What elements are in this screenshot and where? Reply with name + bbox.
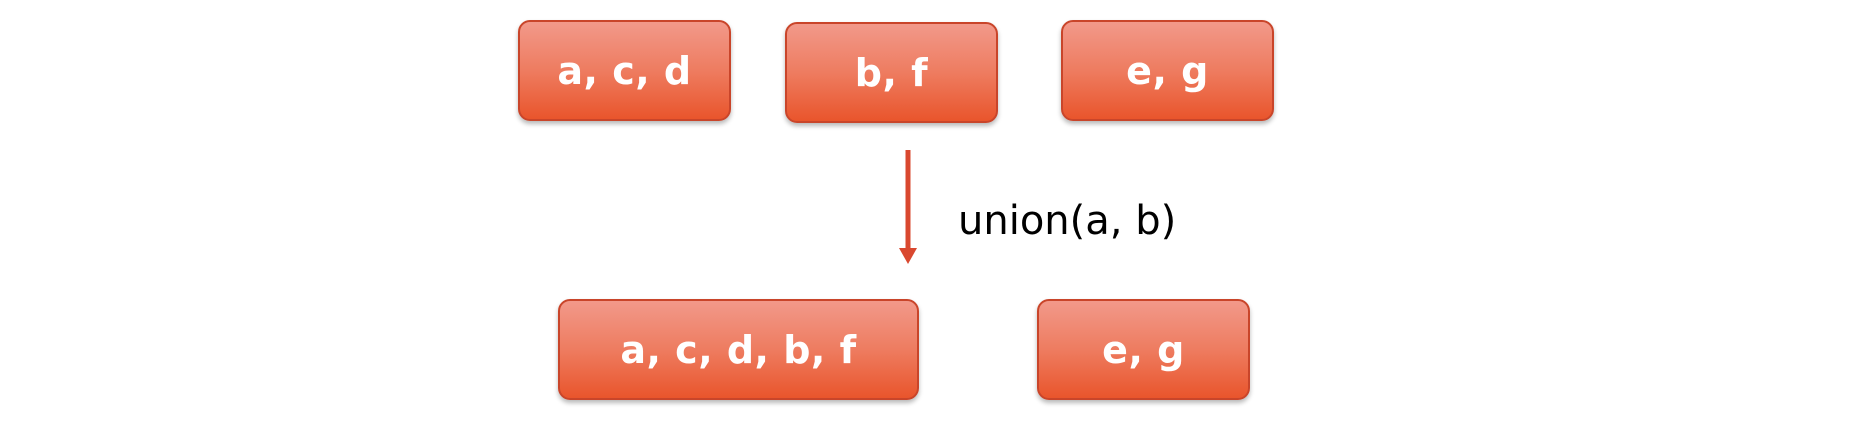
arrow-head [899, 248, 917, 264]
set-label: b, f [854, 50, 929, 95]
down-arrow-icon [899, 150, 917, 264]
set-box-eg: e, g [1061, 20, 1274, 121]
operation-label: union(a, b) [958, 198, 1177, 244]
set-label: e, g [1126, 48, 1209, 93]
set-label: e, g [1102, 327, 1185, 372]
set-box-acdbf: a, c, d, b, f [558, 299, 919, 400]
set-box-bf: b, f [785, 22, 998, 123]
set-box-eg-after: e, g [1037, 299, 1250, 400]
set-label: a, c, d [557, 48, 692, 93]
set-label: a, c, d, b, f [620, 327, 857, 372]
set-box-acd: a, c, d [518, 20, 731, 121]
